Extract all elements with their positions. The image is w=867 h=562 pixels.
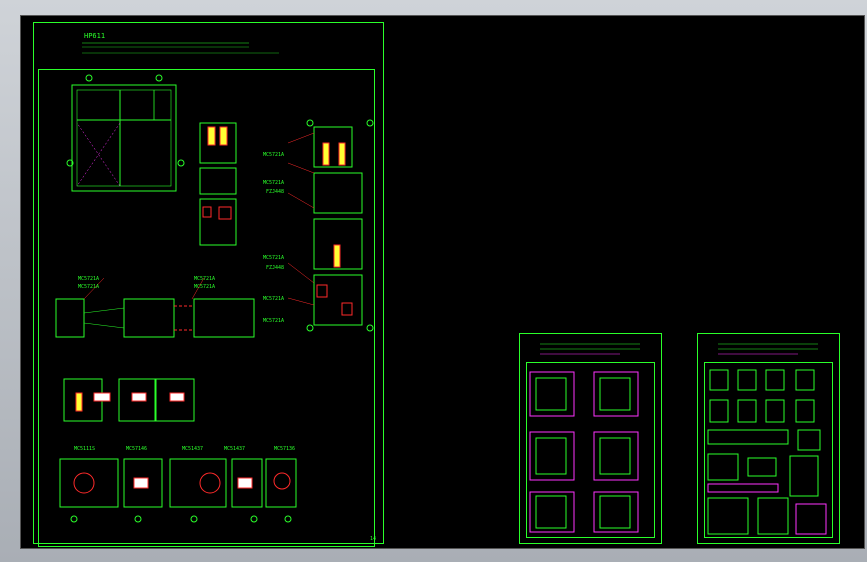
- profile-label: MC51437: [224, 446, 246, 452]
- callout-label: MC5721A: [263, 255, 285, 261]
- sheet-c-frame: [704, 362, 833, 538]
- callout-label: MC5721A: [263, 318, 285, 324]
- sheet-c-drawing: [707, 343, 827, 535]
- profile-label: MC51437: [182, 446, 204, 452]
- callout-label: MC5721A: [263, 152, 285, 158]
- callout-label: FZJ448: [266, 265, 285, 271]
- drawing-canvas[interactable]: HP611: [20, 15, 865, 549]
- callout-label: FZJ448: [266, 189, 285, 195]
- sheet-c[interactable]: [697, 333, 840, 544]
- profile-label: MC5111S: [74, 446, 96, 452]
- profile-label: MC57146: [126, 446, 148, 452]
- callout-label: MC5721A: [263, 180, 285, 186]
- sheet-a-title: HP611: [84, 32, 106, 40]
- sheet-a[interactable]: HP611: [33, 22, 384, 547]
- callout-label: MC5721A: [78, 284, 100, 290]
- sheet-b[interactable]: [519, 333, 662, 544]
- callout-label: MC5721A: [194, 284, 216, 290]
- sheet-a-frame: [38, 69, 375, 547]
- page-number: 14: [370, 536, 377, 542]
- callout-label: MC5721A: [78, 276, 100, 282]
- sheet-a-drawing: [55, 42, 374, 523]
- callout-label: MC5721A: [194, 276, 216, 282]
- sheet-b-frame: [526, 362, 655, 538]
- profile-label: MC57136: [274, 446, 296, 452]
- callout-label: MC5721A: [263, 296, 285, 302]
- sheet-b-drawing: [529, 343, 640, 533]
